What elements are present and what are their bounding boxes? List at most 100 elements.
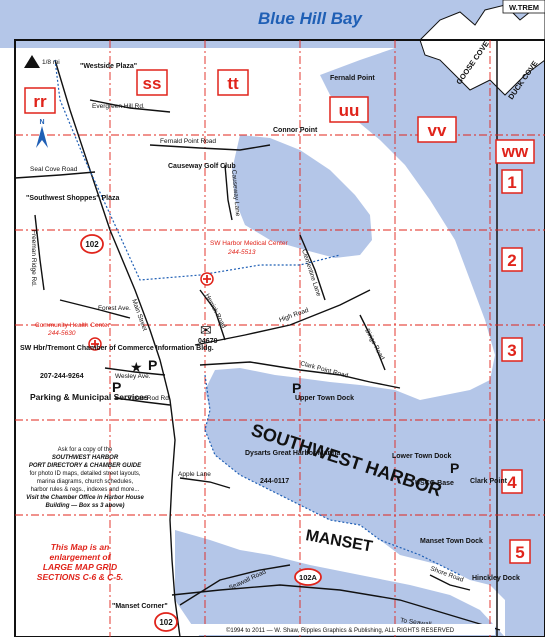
land-goose-cove — [419, 4, 545, 96]
info-block: Ask for a copy of the SOUTHWEST HARBOR P… — [26, 447, 144, 509]
svg-text:SOUTHWEST HARBOR: SOUTHWEST HARBOR — [52, 455, 119, 461]
causeway-golf: Causeway Golf Club — [168, 163, 236, 170]
road-forest — [59, 299, 131, 319]
svg-text:102A: 102A — [299, 573, 318, 582]
grid-col-tt: tt — [227, 74, 239, 93]
svg-text:marina diagrams, church schedu: marina diagrams, church schedules, — [37, 479, 134, 485]
road-label-freeman: Freeman Ridge Rd. — [30, 230, 37, 287]
road-label-clementine: Clementine Lane — [300, 248, 322, 297]
connor-point: Connor Point — [273, 127, 318, 134]
manset-corner: "Manset Corner" — [112, 603, 168, 610]
road-clark-point — [199, 361, 401, 389]
road-fernald — [149, 144, 271, 151]
w-tremont-label: W.TREM — [509, 3, 539, 12]
road-herrick — [199, 289, 226, 341]
road-label-forest: Forest Ave. — [98, 305, 131, 312]
grid-row-3: 3 — [507, 341, 516, 360]
road-evergreen — [89, 99, 171, 113]
road-freeman-ridge — [34, 214, 45, 291]
svg-text:Visit the Chamber Office in Ha: Visit the Chamber Office in Harbor House — [26, 495, 144, 501]
post-office: 04679 — [198, 338, 218, 345]
road-dirigo — [359, 314, 386, 371]
road-label-clark-point: Clark Point Road — [299, 360, 349, 380]
svg-text:This Map is an: This Map is an — [51, 542, 110, 552]
svg-text:102: 102 — [159, 618, 173, 627]
road-label-main: Main Street — [130, 298, 148, 332]
map-frame — [14, 39, 545, 637]
water-right — [205, 40, 545, 637]
upper-dock-parking-icon: P — [292, 380, 301, 396]
svg-text:102: 102 — [85, 240, 99, 249]
road-label-evergreen: Evergreen Hill Rd. — [92, 103, 145, 110]
parking-icon-2: P — [148, 357, 157, 373]
grid-row-5: 5 — [515, 543, 524, 562]
compass: 1/8 mi N — [24, 55, 60, 148]
dysarts-phone: 244-0117 — [260, 478, 289, 485]
grid-col-ww: ww — [501, 142, 529, 161]
shore-path — [54, 59, 341, 281]
road-label-fernald: Fernald Point Road — [160, 138, 216, 145]
grid-row-labels: 1 2 3 4 5 — [501, 169, 531, 564]
westside-plaza: "Westside Plaza" — [80, 63, 137, 70]
route-102a-shield: 102A — [294, 568, 322, 586]
svg-text:PORT DIRECTORY & CHAMBER GUIDE: PORT DIRECTORY & CHAMBER GUIDE — [29, 463, 142, 469]
road-wesley — [104, 367, 166, 376]
svg-text:harbor rules & regs., indexes: harbor rules & regs., indexes and more..… — [31, 487, 140, 493]
north-arrow-icon — [36, 126, 48, 148]
health-phone: 244-5630 — [47, 330, 76, 337]
svg-text:enlargement of: enlargement of — [50, 552, 112, 562]
road-three-rod — [114, 397, 171, 406]
medical-phone: 244-5513 — [227, 249, 256, 256]
road-causeway — [224, 164, 233, 221]
manset-label: MANSET — [304, 527, 374, 556]
road-label-three-rod: Three Rod Rd. — [128, 395, 171, 402]
southwest-shoppes: "Southwest Shoppes" Plaza — [26, 195, 119, 202]
north-label: N — [39, 119, 44, 126]
road-102a — [171, 584, 501, 631]
enlargement-note: This Map is an enlargement of LARGE MAP … — [37, 542, 123, 582]
grid-column-labels: rr ss tt uu vv ww — [24, 69, 535, 164]
copyright: ©1994 to 2011 — W. Shaw, Ripples Graphic… — [226, 627, 455, 634]
upper-town-dock: Upper Town Dock — [295, 395, 354, 402]
roads — [14, 59, 501, 637]
w-tremont-box — [502, 0, 545, 14]
sw-harbor-medical: SW Harbor Medical Center — [210, 240, 288, 247]
fernald-point: Fernald Point — [330, 75, 375, 82]
clark-point: Clark Point — [470, 478, 508, 485]
svg-text:for photo ID maps, detailed st: for photo ID maps, detailed street layou… — [29, 471, 140, 477]
shore-path-2 — [204, 374, 461, 576]
health-cross-icon — [88, 337, 102, 351]
road-apple — [179, 477, 231, 489]
route-102-shield-south: 102 — [154, 612, 178, 632]
grid-col-rr: rr — [33, 92, 47, 111]
road-label-apple: Apple Lane — [178, 471, 211, 478]
parking-icon: P — [112, 379, 121, 395]
road-label-dirigo: Dirigo Road — [363, 328, 385, 362]
svg-text:Ask for a copy of the: Ask for a copy of the — [58, 447, 113, 453]
lower-dock-parking-icon: P — [450, 460, 459, 476]
svg-text:Building — Box ss 3 above): Building — Box ss 3 above) — [45, 503, 124, 509]
grid-col-uu: uu — [339, 101, 360, 120]
road-clementine — [299, 234, 326, 301]
road-label-causeway: Causeway Lane — [230, 170, 241, 217]
community-health: Community Health Center — [35, 322, 111, 329]
chamber-phone: 207-244-9264 — [40, 373, 84, 380]
map-frame-right — [496, 39, 545, 637]
chamber-star-icon: ★ — [130, 359, 143, 375]
grid-row-1: 1 — [507, 173, 516, 192]
chamber-label: SW Hbr/Tremont Chamber of Commerce Infor… — [20, 345, 214, 352]
copyright-bg — [185, 624, 495, 635]
grid-row-4: 4 — [507, 473, 517, 492]
road-label-high: High Road — [278, 307, 310, 324]
road-seal-cove — [14, 171, 96, 179]
scale-triangle-icon — [24, 55, 40, 68]
road-label-to-seawall: To Seawall — [400, 617, 433, 628]
road-high — [194, 289, 371, 346]
road-main-street — [54, 59, 181, 637]
route-102-shield: 102 — [80, 234, 104, 254]
svg-text:LARGE MAP GRID: LARGE MAP GRID — [43, 562, 117, 572]
post-office-icon: ✉ — [200, 322, 212, 338]
road-label-seal-cove: Seal Cove Road — [30, 166, 78, 173]
